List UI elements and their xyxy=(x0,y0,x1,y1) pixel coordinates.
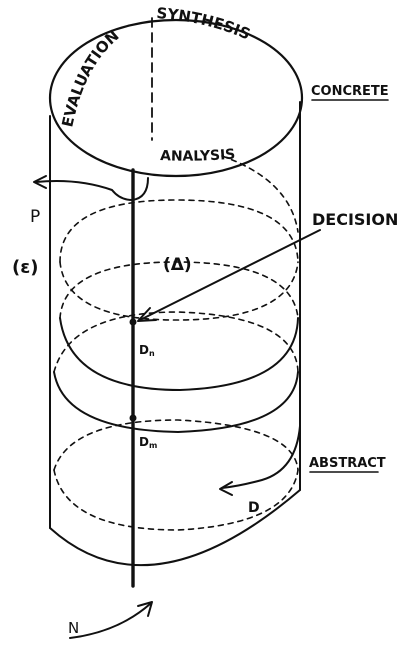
p-label: P xyxy=(30,207,40,227)
cylinder-top-ellipse xyxy=(48,18,304,178)
abstract-arrow-head xyxy=(219,481,233,496)
decision-arrow-head xyxy=(137,307,157,322)
decision-label: DECISION xyxy=(312,210,398,229)
p-arrow-line xyxy=(35,177,149,201)
level-ellipse-upper-back xyxy=(59,199,299,263)
level-ellipse-dm-front xyxy=(53,469,299,531)
d-label: D xyxy=(248,500,260,516)
abstract-label: ABSTRACT xyxy=(309,456,386,471)
level-ellipse-decision-front xyxy=(59,317,299,391)
level-ellipse-dn-back xyxy=(53,311,299,373)
n-arrow-line xyxy=(69,603,151,639)
analysis-label: ANALYSIS xyxy=(160,146,236,164)
delta-label: (Δ) xyxy=(163,255,192,275)
abstract-arrow-line xyxy=(221,425,301,489)
p-arrow-head xyxy=(33,175,47,189)
cylinder-bottom-front xyxy=(49,489,301,567)
node-decision-point xyxy=(129,318,137,326)
dm-label: Dm xyxy=(139,435,157,450)
n-label: N xyxy=(68,619,79,637)
n-arrow-head xyxy=(137,601,153,617)
dn-label: Dn xyxy=(139,343,155,358)
level-ellipse-dm-back xyxy=(53,419,299,471)
concrete-label: CONCRETE xyxy=(311,84,389,99)
right-dashed-arc xyxy=(221,155,299,233)
cylinder-body xyxy=(49,101,301,567)
level-ellipse-dn-front xyxy=(53,371,299,433)
synthesis-label: SYNTHESIS xyxy=(156,4,253,43)
epsilon-label: (ε) xyxy=(12,257,38,278)
level-ellipse-decision-back xyxy=(59,261,299,319)
decision-arrow-line xyxy=(139,229,321,321)
node-dn-point xyxy=(129,414,137,422)
level-ellipse-upper-front xyxy=(59,261,299,321)
